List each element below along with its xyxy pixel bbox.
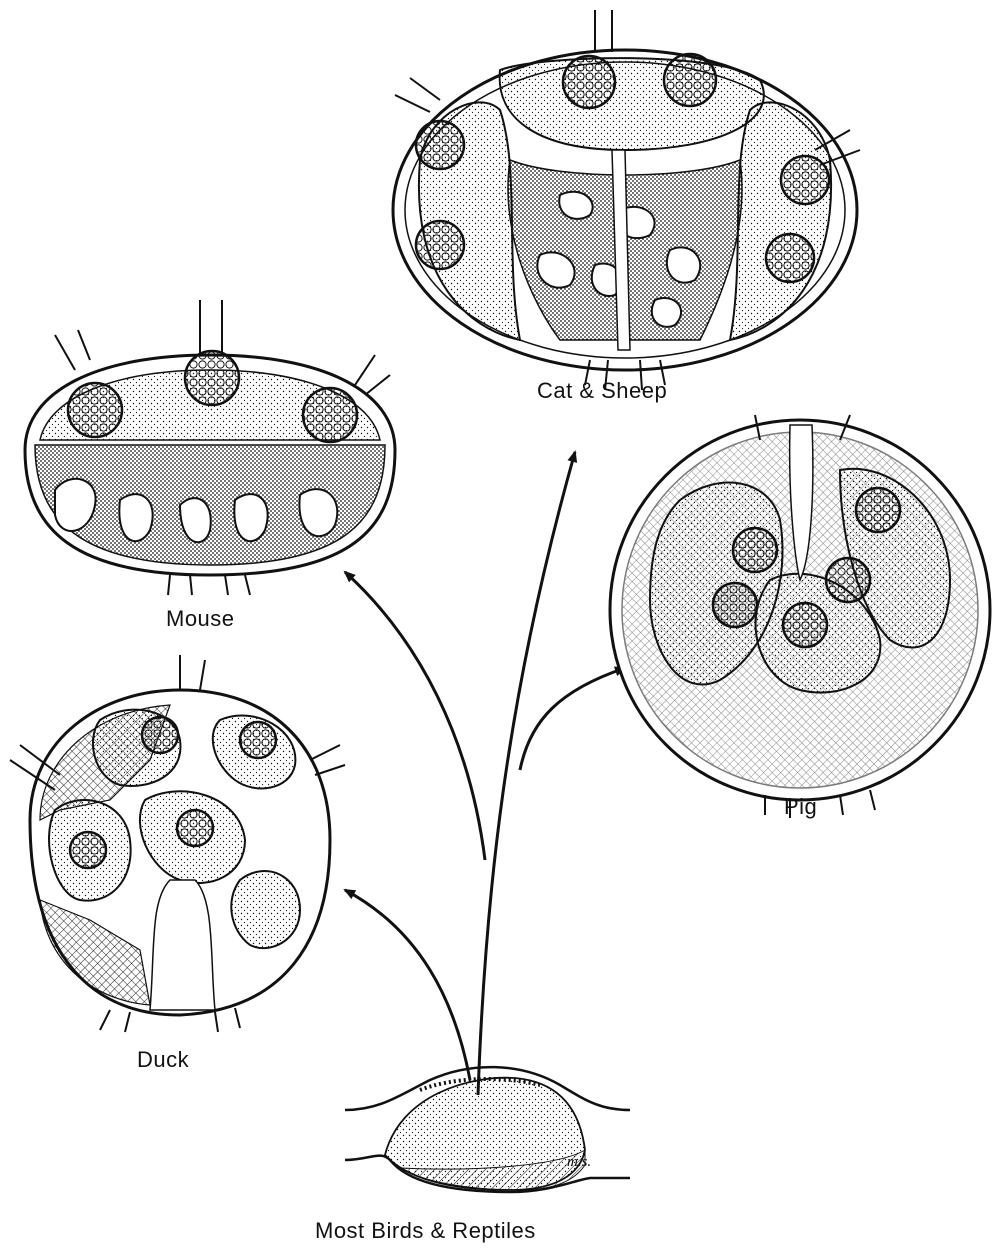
evolution-arrows (345, 452, 625, 1095)
pig-node (610, 415, 990, 818)
arrow-to-cat-sheep (478, 452, 575, 1095)
arrow-to-mouse (345, 572, 485, 860)
label-cat-sheep: Cat & Sheep (537, 378, 667, 404)
cat-sheep-node (393, 10, 860, 390)
duck-node (10, 655, 345, 1032)
label-birds-reptiles: Most Birds & Reptiles (315, 1218, 536, 1244)
mouse-node (25, 300, 395, 595)
label-pig: Pig (784, 794, 817, 820)
label-duck: Duck (137, 1047, 189, 1073)
arrow-to-pig (520, 668, 625, 770)
label-mouse: Mouse (166, 606, 235, 632)
birds-reptiles-node (345, 1067, 630, 1192)
arrow-to-duck (345, 890, 470, 1080)
illustrator-signature: m.s. (567, 1154, 591, 1170)
